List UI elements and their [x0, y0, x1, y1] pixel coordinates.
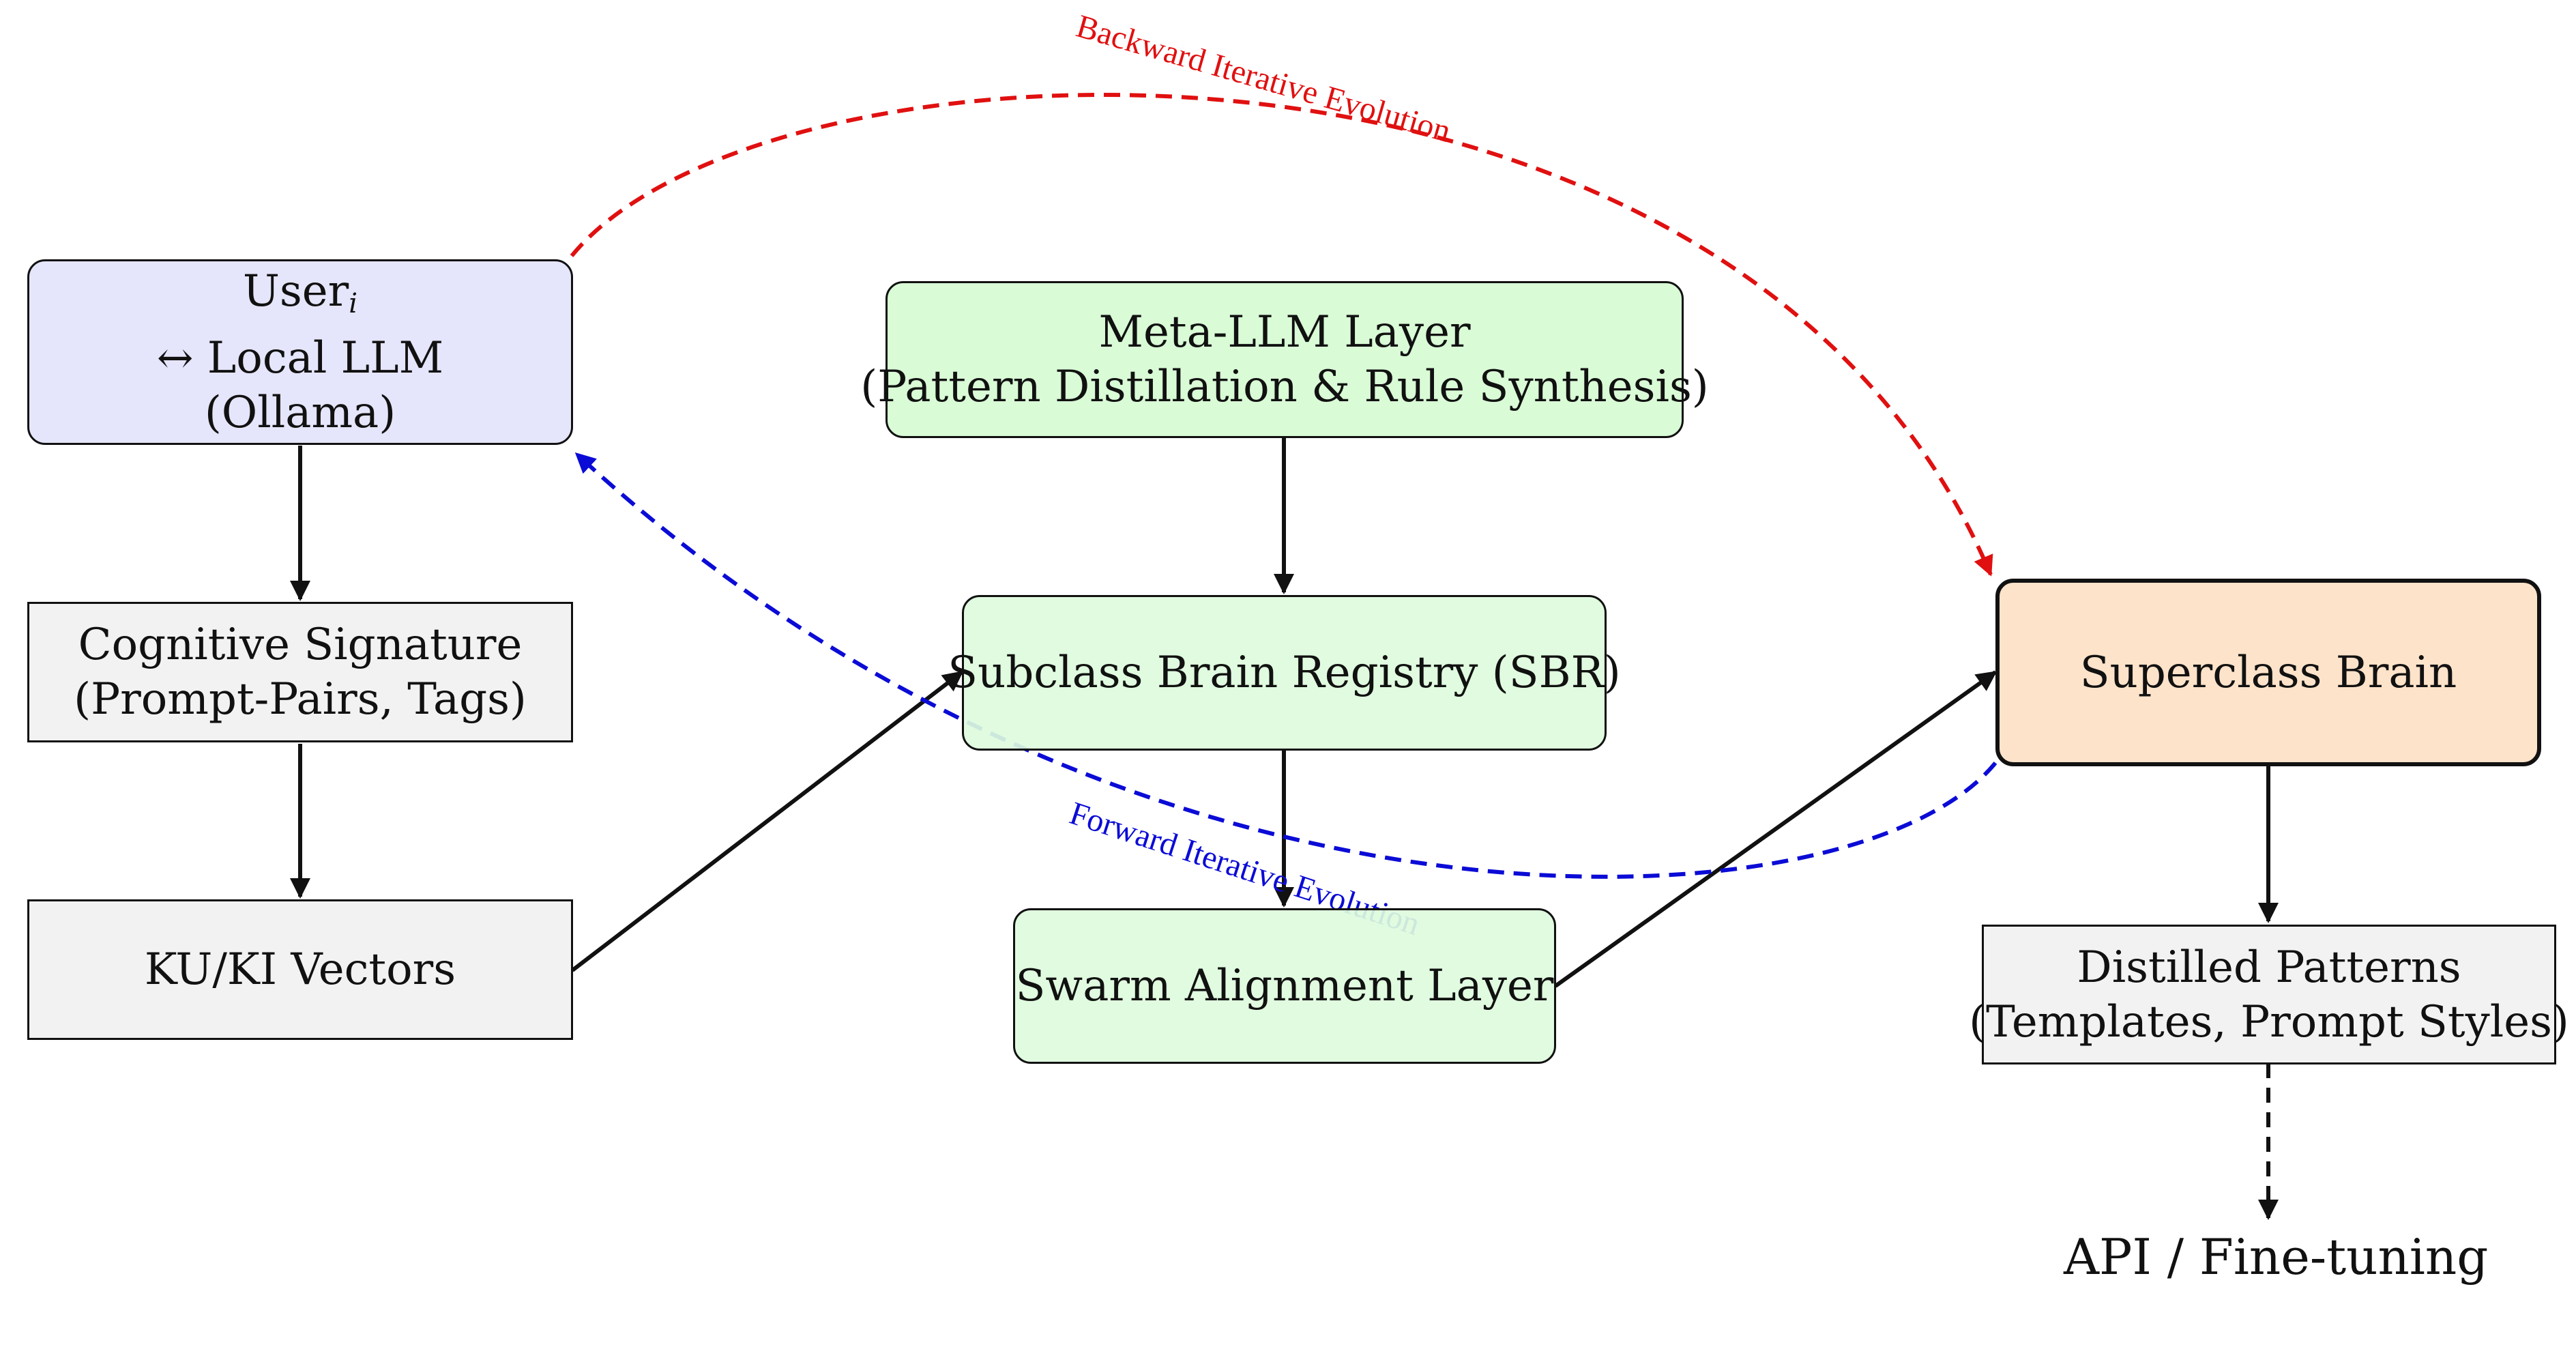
node-user-local-llm: Useri ↔ Local LLM (Ollama): [27, 259, 573, 445]
arrow-swarm-to-superclass: [1554, 670, 1997, 988]
sbr-line1: Subclass Brain Registry (SBR): [948, 648, 1621, 698]
node-cognitive-signature: Cognitive Signature (Prompt-Pairs, Tags): [27, 602, 573, 742]
node-distilled-patterns: Distilled Patterns (Templates, Prompt St…: [1969, 925, 2569, 1064]
node-subclass-brain-registry: Subclass Brain Registry (SBR): [948, 595, 1621, 751]
node-meta-llm-layer: Meta-LLM Layer (Pattern Distillation & R…: [860, 281, 1709, 438]
signature-line1: Cognitive Signature: [78, 620, 523, 670]
node-swarm-alignment-layer: Swarm Alignment Layer: [1013, 908, 1556, 1064]
user-line3: (Ollama): [204, 388, 396, 438]
backward-evolution-arrow: [570, 92, 1993, 577]
node-api-fine-tuning: API / Fine-tuning: [2064, 1228, 2489, 1286]
superclass-line1: Superclass Brain: [2079, 647, 2457, 698]
forward-evolution-arrow: [574, 452, 1997, 879]
node-ku-ki-vectors: KU/KI Vectors: [27, 899, 573, 1040]
vectors-line1: KU/KI Vectors: [144, 944, 456, 995]
distilled-line2: (Templates, Prompt Styles): [1969, 996, 2569, 1047]
node-superclass-brain: Superclass Brain: [1995, 579, 2541, 766]
meta-line2: (Pattern Distillation & Rule Synthesis): [860, 362, 1709, 412]
arrow-vectors-to-sbr: [571, 670, 964, 972]
signature-line2: (Prompt-Pairs, Tags): [74, 674, 527, 725]
user-line2: ↔ Local LLM: [156, 333, 444, 383]
backward-evolution-label: Backward Iterative Evolution: [1072, 8, 1454, 149]
user-subscript: i: [349, 288, 358, 319]
swarm-line1: Swarm Alignment Layer: [1015, 961, 1554, 1011]
user-title: User: [242, 266, 349, 317]
distilled-line1: Distilled Patterns: [2077, 942, 2461, 993]
meta-line1: Meta-LLM Layer: [1098, 307, 1471, 358]
